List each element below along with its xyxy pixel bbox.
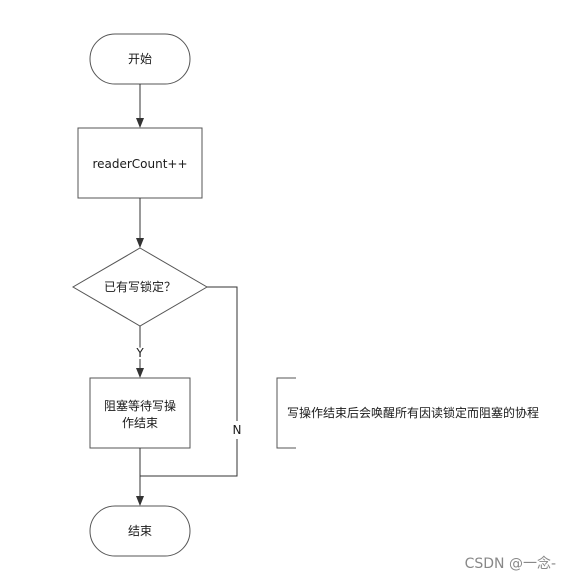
watermark: CSDN @一念- <box>465 555 556 572</box>
block-wait-node: 阻塞等待写操 作结束 <box>89 377 191 449</box>
decision-label: 已有写锁定？ <box>104 279 176 294</box>
no-label-backdrop <box>229 421 245 439</box>
decision-node: 已有写锁定？ <box>72 247 208 327</box>
no-edge-label: N <box>233 423 242 437</box>
annotation-text: 写操作结束后会唤醒所有因读锁定而阻塞的协程 <box>287 405 539 420</box>
annotation: 写操作结束后会唤醒所有因读锁定而阻塞的协程 <box>276 377 539 449</box>
yes-edge-label: Y <box>135 346 144 360</box>
end-label: 结束 <box>128 524 152 538</box>
reader-count-node: readerCount++ <box>77 127 203 199</box>
end-node: 结束 <box>89 505 191 557</box>
reader-count-label: readerCount++ <box>92 157 187 171</box>
edge-decision-bypass <box>140 286 238 477</box>
block-wait-line-1: 阻塞等待写操 <box>104 398 176 413</box>
start-label: 开始 <box>128 52 152 66</box>
block-wait-line-2: 作结束 <box>122 416 158 430</box>
annotation-bracket <box>276 377 296 449</box>
start-node: 开始 <box>89 33 191 85</box>
